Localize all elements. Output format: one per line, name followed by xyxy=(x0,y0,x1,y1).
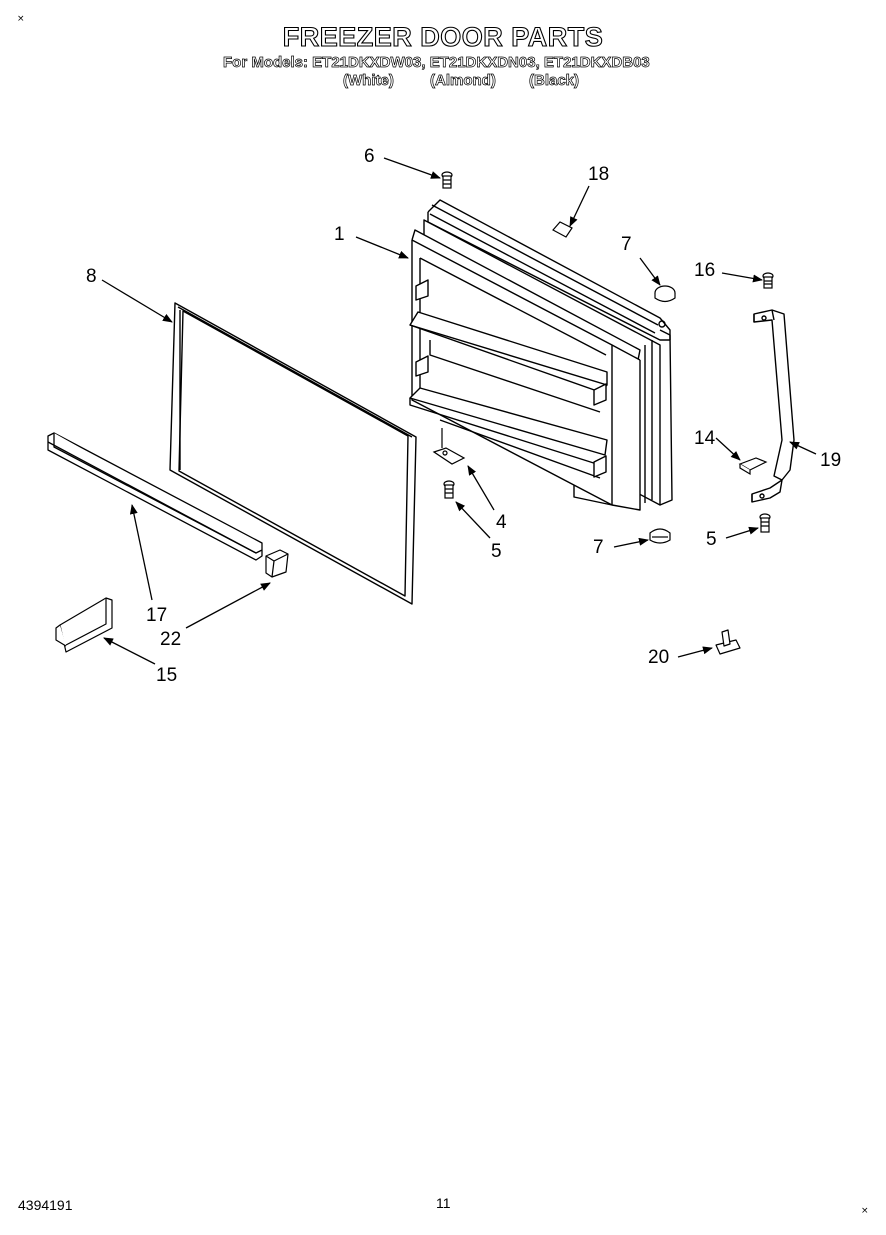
callout-16: 16 xyxy=(694,260,715,281)
handle-clip-part xyxy=(738,457,768,476)
callout-15: 15 xyxy=(156,665,177,686)
callout-7-bottom: 7 xyxy=(593,537,604,558)
screw-part-center xyxy=(443,480,455,499)
label-part xyxy=(552,221,573,238)
leader-5-center xyxy=(455,501,491,539)
trim-end-cap-part xyxy=(265,549,289,578)
callout-7-top: 7 xyxy=(621,234,632,255)
corner-mark-bottom-right: × xyxy=(861,1206,869,1216)
leader-1 xyxy=(355,236,409,259)
callout-numbers: 6 1 18 7 16 8 14 19 4 5 7 5 17 22 15 20 xyxy=(86,146,841,686)
door-handle-part xyxy=(751,309,795,503)
color-white: (White) xyxy=(343,72,395,90)
leader-20 xyxy=(677,646,713,658)
leader-8 xyxy=(101,279,173,323)
leader-22 xyxy=(185,582,271,629)
callout-5-right: 5 xyxy=(706,529,717,550)
plug-part-top xyxy=(654,285,676,303)
screw-part-handle-top xyxy=(762,272,774,289)
leader-7-bottom xyxy=(613,537,649,548)
leader-15 xyxy=(103,637,156,665)
trim-strip-part xyxy=(47,432,263,561)
callout-1: 1 xyxy=(334,224,345,245)
door-gasket-part xyxy=(169,302,417,605)
screw-part-top xyxy=(441,171,453,189)
models-line: For Models: ET21DKXDW03, ET21DKXDN03, ET… xyxy=(223,54,650,72)
leader-arrows xyxy=(101,157,817,665)
door-liner-part xyxy=(409,199,673,511)
page-number: 11 xyxy=(436,1195,451,1211)
color-almond: (Almond) xyxy=(430,72,497,90)
leader-6 xyxy=(383,157,441,179)
callout-20: 20 xyxy=(648,647,669,668)
corner-mark-top-left: × xyxy=(17,14,25,24)
callout-17: 17 xyxy=(146,605,167,626)
leader-17 xyxy=(129,504,153,601)
plug-part-bottom xyxy=(649,528,671,544)
door-stop-part xyxy=(715,629,741,655)
leader-19 xyxy=(789,441,817,455)
leader-14 xyxy=(715,437,741,461)
document-number: 4394191 xyxy=(18,1197,73,1213)
callout-4: 4 xyxy=(496,512,507,533)
page-title: FREEZER DOOR PARTS xyxy=(282,21,604,52)
callout-22: 22 xyxy=(160,629,181,650)
callout-18: 18 xyxy=(588,164,609,185)
callout-14: 14 xyxy=(694,428,716,449)
screw-part-handle-bottom xyxy=(759,513,771,533)
callout-19: 19 xyxy=(820,450,841,471)
leader-16 xyxy=(721,272,763,283)
trim-clip-part xyxy=(55,597,113,653)
callout-8: 8 xyxy=(86,266,97,287)
color-black: (Black) xyxy=(529,72,580,90)
callout-6: 6 xyxy=(364,146,375,167)
leader-18 xyxy=(569,185,590,227)
leader-4 xyxy=(467,465,495,511)
callout-5-center: 5 xyxy=(491,541,502,562)
leader-7-top xyxy=(639,257,661,286)
hinge-pin-part xyxy=(432,428,466,465)
leader-5-right xyxy=(725,526,759,539)
